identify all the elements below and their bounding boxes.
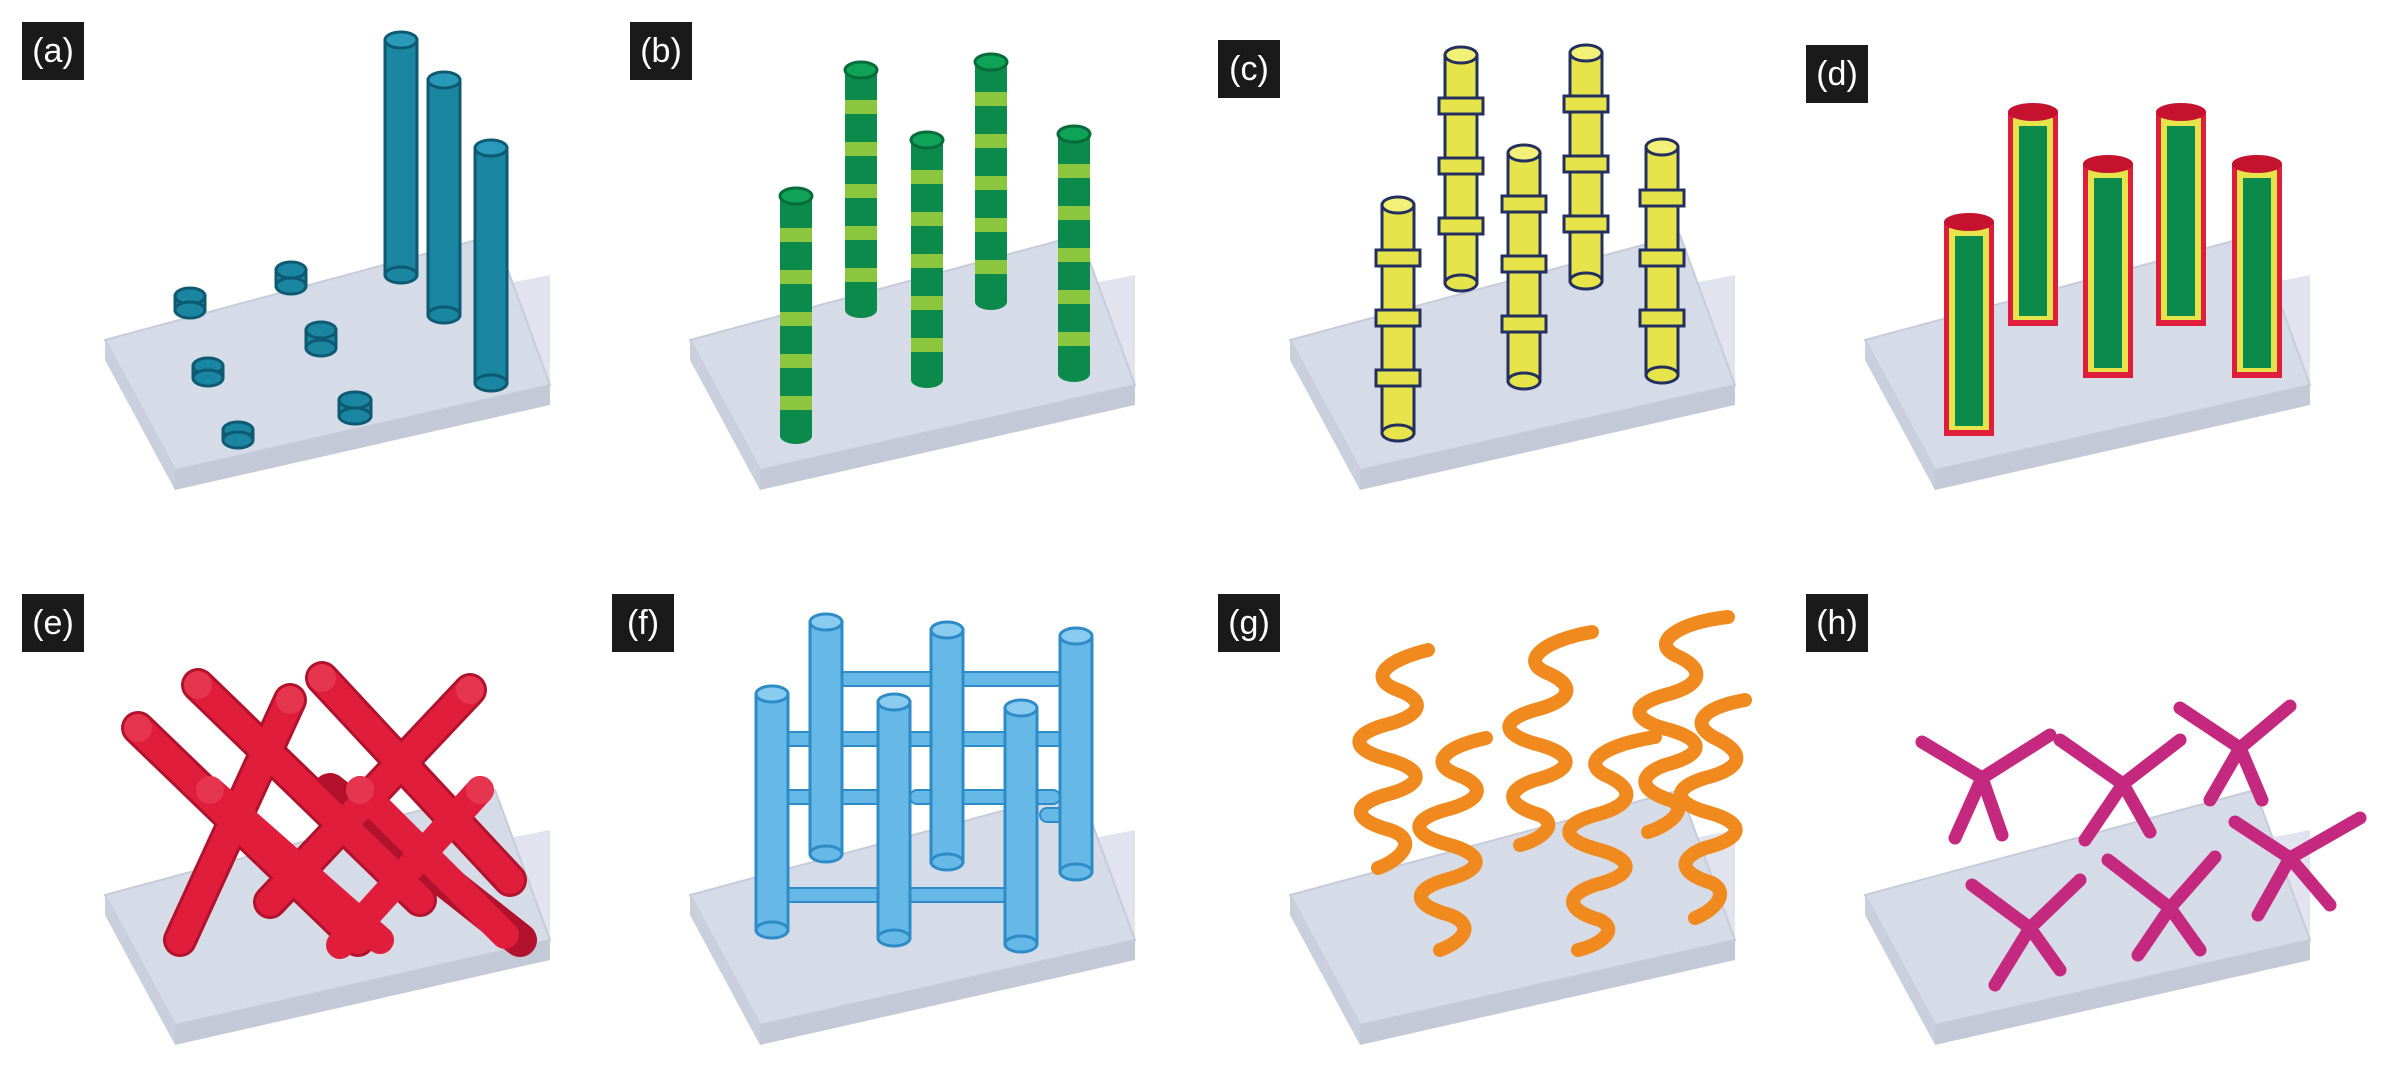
panel-label-e: (e)	[22, 594, 84, 652]
core-shell-nanowire	[2008, 103, 2058, 326]
tetrapod	[1965, 873, 2087, 992]
core-shell-nanowire	[2156, 103, 2206, 326]
segmented-nanowire	[843, 60, 879, 318]
core-shell-nanowire	[2232, 155, 2282, 378]
panel-label-h: (h)	[1806, 594, 1868, 652]
panel-a	[104, 30, 551, 491]
nanowire-network	[754, 612, 1094, 954]
modulated-nanowire	[1638, 137, 1686, 385]
panel-g	[1289, 610, 1752, 1046]
branched-nanostructures	[1915, 699, 2367, 992]
crossed-nanorods	[121, 661, 537, 959]
panel-b	[689, 52, 1136, 491]
panel-label-c: (c)	[1218, 40, 1280, 98]
tetrapod	[2053, 733, 2187, 847]
panel-h	[1864, 699, 2367, 1046]
panel-label-b: (b)	[630, 22, 692, 80]
modulated-nanowires	[1374, 43, 1686, 443]
tetrapod	[2173, 699, 2297, 807]
core-shell-nanowires	[1944, 103, 2282, 436]
segmented-nanowire	[778, 186, 814, 444]
segmented-nanowire	[909, 130, 945, 388]
panel-c	[1289, 43, 1736, 491]
tetrapod	[2228, 811, 2367, 922]
panel-d	[1864, 103, 2311, 491]
vertical-nanowires	[754, 612, 1094, 954]
modulated-nanowire	[1500, 143, 1548, 391]
segmented-nanowire	[973, 52, 1009, 310]
modulated-nanowire	[1374, 195, 1422, 443]
core-shell-nanowire	[2083, 155, 2133, 378]
core-shell-nanowire	[1944, 213, 1994, 436]
helical-nanowires	[1352, 610, 1752, 957]
tall-nanowires	[383, 30, 509, 393]
short-nanowire-stubs	[173, 260, 373, 450]
modulated-nanowire	[1562, 43, 1610, 291]
segmented-nanowire	[1056, 124, 1092, 382]
segmented-nanowires	[778, 52, 1092, 444]
panel-f	[689, 612, 1136, 1046]
tetrapod	[1915, 728, 2057, 845]
panel-label-d: (d)	[1806, 45, 1868, 103]
panel-label-a: (a)	[22, 22, 84, 80]
tetrapod	[2101, 850, 2222, 962]
panel-label-f: (f)	[612, 594, 674, 652]
panel-label-g: (g)	[1218, 594, 1280, 652]
panel-e	[104, 661, 551, 1046]
modulated-nanowire	[1437, 45, 1485, 293]
